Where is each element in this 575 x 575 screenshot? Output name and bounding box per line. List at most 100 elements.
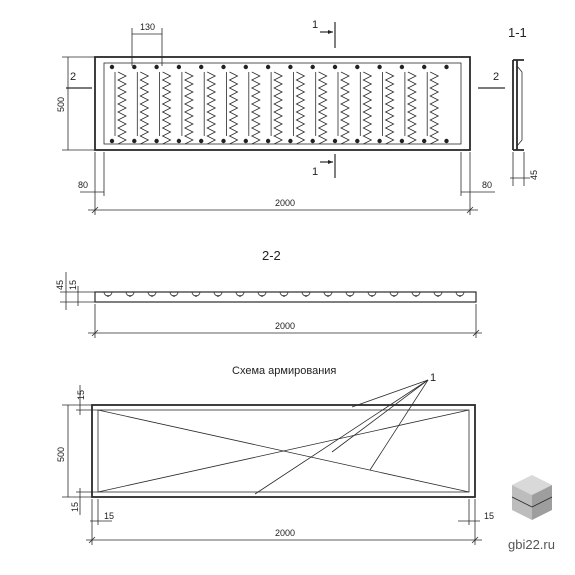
- section-hole-dot: [151, 295, 153, 297]
- dim-plan-left: 80: [78, 180, 88, 190]
- twisted-rib: [429, 71, 440, 145]
- twisted-rib: [362, 71, 373, 145]
- bolt-hole: [310, 138, 315, 144]
- reinforcement-dim-right: 15: [484, 511, 494, 521]
- cut-1-bottom-label: 1: [312, 166, 318, 178]
- cut-2-right-label: 2: [493, 71, 499, 83]
- section-hole-dot: [393, 295, 395, 297]
- bolt-hole: [444, 138, 449, 144]
- bolt-hole: [243, 64, 248, 70]
- reinforcement-caption: Схема армирования: [232, 365, 336, 377]
- bolt-hole: [422, 64, 427, 70]
- bolt-hole: [355, 138, 360, 144]
- bolt-hole: [154, 64, 159, 70]
- cut-1-top-label: 1: [312, 19, 318, 31]
- section-hole-dot: [195, 295, 197, 297]
- bolt-hole: [377, 138, 382, 144]
- section-hole-dot: [415, 295, 417, 297]
- twisted-rib: [117, 71, 127, 145]
- site-logo: gbi22.ru: [508, 475, 555, 552]
- section-1-1-label: 1-1: [508, 25, 527, 40]
- dim-plan-height: 500: [56, 97, 66, 112]
- reinforcement-dim-top: 15: [76, 390, 86, 400]
- section-2-2-dim-width: 2000: [275, 321, 295, 331]
- reinforcement-dim-left: 15: [104, 511, 114, 521]
- section-hole-dot: [437, 295, 439, 297]
- bolt-hole: [399, 138, 405, 144]
- bolt-hole: [332, 64, 338, 70]
- bolt-hole: [332, 138, 338, 144]
- plan-outline: [94, 56, 471, 151]
- section-hole-dot: [349, 295, 351, 297]
- section-hole-dot: [239, 295, 241, 297]
- twisted-rib: [317, 71, 328, 145]
- reinforcement-leader-mark: 1: [430, 372, 436, 384]
- section-2-2-holes: [103, 291, 465, 297]
- section-hole-dot: [107, 295, 109, 297]
- plan-inner-frame: [103, 62, 462, 145]
- twisted-rib: [139, 71, 150, 145]
- dim-plan-width: 2000: [275, 198, 295, 208]
- section-hole-dot: [173, 295, 175, 297]
- section-hole-dot: [217, 295, 219, 297]
- section-hole-dot: [459, 295, 461, 297]
- bolt-hole: [422, 138, 427, 144]
- reinforcement-diagonal-b: [97, 409, 470, 493]
- bolt-hole: [355, 64, 360, 70]
- twisted-rib: [228, 71, 239, 145]
- reinforcement-inner: [97, 409, 470, 493]
- section-hole-dot: [305, 295, 307, 297]
- dim-spacing: 130: [140, 22, 155, 32]
- bolt-hole: [265, 138, 271, 144]
- bolt-hole: [221, 64, 226, 70]
- plan-view: 130 1 1 2 2 500 80 80: [56, 19, 505, 215]
- section-1-1-dim: 45: [529, 170, 539, 180]
- bolt-hole: [176, 138, 182, 144]
- twisted-rib: [407, 71, 417, 145]
- bolt-hole: [132, 138, 137, 144]
- reinforcement-dim-height: 500: [56, 447, 66, 462]
- twisted-rib: [273, 71, 283, 145]
- reinforcement-dim-bottom: 15: [70, 502, 80, 512]
- twisted-rib: [384, 71, 395, 145]
- section-2-2-outline: [94, 291, 477, 303]
- plan-ribs: [114, 71, 440, 145]
- reinforcement-outer: [91, 404, 476, 498]
- bolt-hole: [265, 64, 271, 70]
- section-1-1: 1-1 45: [508, 25, 539, 186]
- section-hole-dot: [283, 295, 285, 297]
- twisted-rib: [206, 71, 217, 145]
- reinforcement-dim-width: 2000: [275, 528, 295, 538]
- cut-2-left-label: 2: [70, 71, 76, 83]
- logo-text: gbi22.ru: [508, 537, 555, 552]
- twisted-rib: [295, 71, 306, 145]
- twisted-rib: [161, 71, 172, 145]
- plan-holes: [109, 64, 449, 144]
- bolt-hole: [399, 64, 405, 70]
- section-hole-dot: [327, 295, 329, 297]
- bolt-hole: [154, 138, 159, 144]
- reinforcement-scheme: Схема армирования 1 500 15 15 15 15: [56, 365, 494, 545]
- bolt-hole: [243, 138, 248, 144]
- bolt-hole: [377, 64, 382, 70]
- bolt-hole: [221, 138, 226, 144]
- bolt-hole: [109, 138, 115, 144]
- section-2-2-dim-top: 15: [68, 280, 78, 290]
- bolt-hole: [109, 64, 115, 70]
- bolt-hole: [288, 64, 293, 70]
- twisted-rib: [184, 71, 194, 145]
- bolt-hole: [310, 64, 315, 70]
- twisted-rib: [250, 71, 261, 145]
- bolt-hole: [288, 138, 293, 144]
- logo-cube-icon: [511, 475, 553, 520]
- bolt-hole: [176, 64, 182, 70]
- dim-plan-right: 80: [482, 180, 492, 190]
- section-2-2-dim-total: 45: [55, 280, 65, 290]
- twisted-rib: [340, 71, 350, 145]
- section-hole-dot: [261, 295, 263, 297]
- section-2-2: 2-2 45 15 2000: [55, 248, 482, 338]
- bolt-hole: [199, 64, 204, 70]
- section-2-2-label: 2-2: [262, 248, 281, 263]
- bolt-hole: [132, 64, 137, 70]
